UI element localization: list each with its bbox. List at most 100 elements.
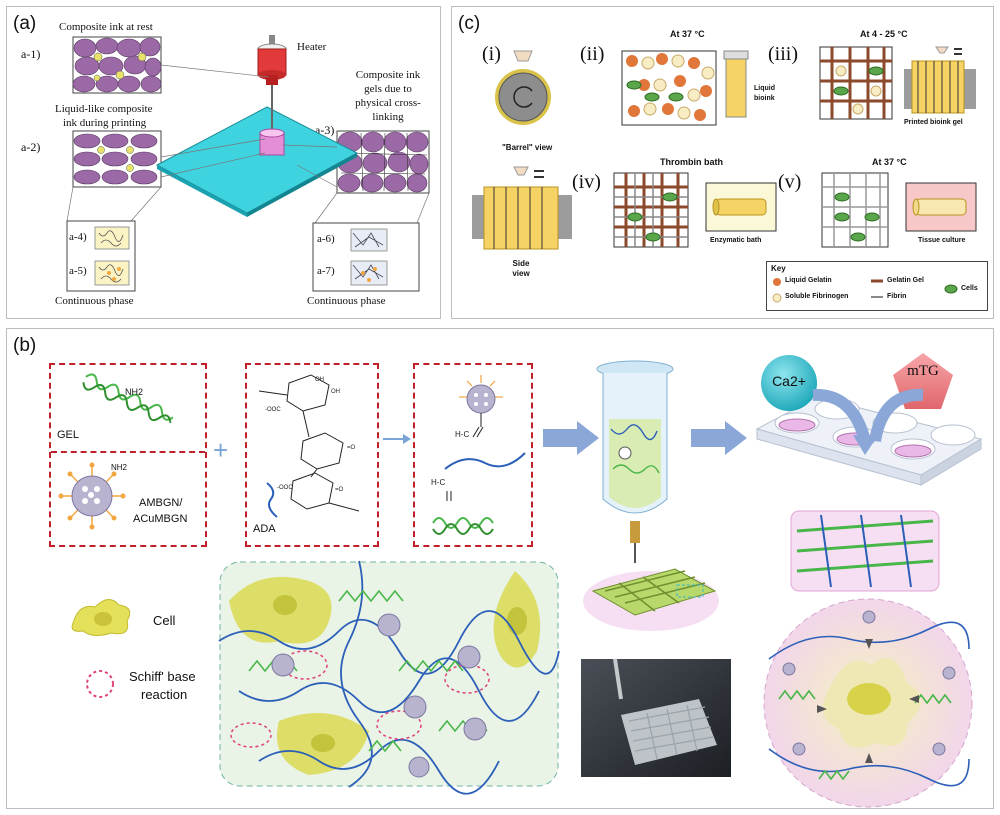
continuous-phase-right: Continuous phase (307, 295, 386, 307)
liquid-bioink-label-1: Liquid (754, 85, 775, 92)
key-liquid-gelatin: Liquid Gelatin (785, 277, 832, 284)
heading-at-4-25: At 4 - 25 °C (860, 29, 908, 39)
printed-bioink-gel-label: Printed bioink gel (904, 119, 963, 126)
step-v: (v) (778, 171, 802, 193)
step-ii: (ii) (580, 43, 605, 65)
a7-label: a-7) (317, 265, 335, 277)
cell-label: Cell (153, 613, 176, 628)
printing-platform (155, 106, 359, 217)
panel-a: (a) Composite ink at rest a-1) Liquid-li… (6, 6, 441, 319)
plus-sign: + (213, 435, 229, 465)
enzymatic-bath-box (705, 182, 777, 232)
side-view-label-1: Side (512, 259, 530, 268)
gel-label: GEL (57, 429, 80, 441)
curved-arrows-to-plate (812, 388, 924, 455)
svg-text:-OOC: -OOC (265, 407, 281, 413)
svg-text:=O: =O (347, 445, 356, 451)
continuous-phase-right-box (312, 222, 420, 292)
liquid-gelatin-mix-box (621, 50, 717, 126)
svg-text:OH: OH (315, 377, 324, 383)
printed-scaffold (583, 568, 719, 631)
a3-caption-4: linking (372, 111, 404, 123)
gel-nh2-label: NH2 (125, 387, 144, 397)
a3-caption-1: Composite ink (355, 69, 421, 81)
key-gelatin-gel: Gelatin Gel (887, 277, 924, 284)
ambgn-label-1: AMBGN/ (139, 497, 183, 509)
panel-c-label: (c) (458, 13, 481, 34)
ambgn-label-2: ACuMBGN (133, 513, 188, 525)
arrow-to-wellplate (691, 421, 747, 455)
key-box: Key Liquid Gelatin Soluble Fibrinogen Ge… (766, 261, 988, 311)
a3-caption-2: gels due to (364, 83, 412, 95)
mtg-label: mTG (907, 363, 939, 379)
liquid-bioink-tube (723, 50, 749, 118)
heading-at-37-top: At 37 °C (670, 29, 705, 39)
ambgn-nh2-label: NH2 (111, 463, 128, 472)
tissue-culture-box (905, 182, 977, 232)
thrombin-mesh-box (613, 172, 689, 248)
connector-lines-a (66, 64, 430, 224)
barrel-view-caption: "Barrel" view (502, 143, 553, 152)
key-title: Key (771, 264, 786, 273)
syringe (596, 360, 674, 563)
scaffold-photo (581, 658, 731, 777)
tissue-culture-label: Tissue culture (918, 237, 966, 244)
a4-label: a-4) (69, 231, 87, 243)
arrow-to-syringe (543, 421, 599, 455)
a2-caption-1: Liquid-like composite (55, 103, 153, 115)
schiff-base-icon (86, 670, 114, 698)
side-view-block (472, 166, 572, 250)
gel-helix (82, 373, 174, 423)
step-i: (i) (482, 43, 501, 65)
svg-text:=O: =O (335, 487, 344, 493)
key-cells: Cells (961, 285, 978, 292)
ada-box (245, 363, 379, 547)
ca-circle (761, 355, 817, 411)
composite-ink-gel-box (336, 130, 430, 194)
ambgn-particle (58, 462, 126, 530)
zoom-scaffold (790, 510, 940, 592)
a2-label: a-2) (21, 140, 41, 154)
a3-caption-3: physical cross- (355, 97, 421, 109)
product-structure: H-C H-C (431, 375, 526, 535)
continuous-phase-left: Continuous phase (55, 295, 134, 307)
enzymatic-bath-label: Enzymatic bath (710, 237, 762, 244)
step-iv: (iv) (572, 171, 601, 193)
ca-label: Ca2+ (772, 373, 806, 389)
heater-nozzle (257, 35, 287, 156)
heading-at-37-bottom: At 37 °C (872, 157, 907, 167)
liquid-bioink-label-2: bioink (754, 95, 775, 102)
svg-text:H-C: H-C (431, 478, 445, 487)
gelatin-gel-mesh-box (819, 46, 893, 120)
zoom-cell-circle (763, 598, 973, 808)
schiff-label-2: reaction (141, 687, 188, 702)
key-soluble-fibrinogen: Soluble Fibrinogen (785, 293, 849, 300)
ada-structure: OH OH -OOC =O -OOC =O (258, 374, 360, 512)
svg-text:OH: OH (331, 389, 340, 395)
liquid-like-composite-ink-box (72, 130, 162, 188)
continuous-phase-left-box (66, 220, 136, 292)
a6-label: a-6) (317, 233, 335, 245)
tissue-mesh-box (821, 172, 889, 248)
hydrogel-network (218, 560, 560, 795)
key-symbols (772, 278, 958, 303)
side-view-label-2: view (512, 269, 530, 278)
printed-bioink-gel-block (904, 46, 976, 114)
key-fibrin: Fibrin (887, 293, 907, 300)
a5-label: a-5) (69, 265, 87, 277)
svg-text:-OOC: -OOC (277, 485, 293, 491)
composite-ink-at-rest-box (72, 36, 162, 94)
a1-label: a-1) (21, 47, 41, 61)
schiff-label-1: Schiff' base (129, 669, 196, 684)
step-iii: (iii) (768, 43, 798, 65)
panel-a-label: (a) (13, 13, 37, 34)
arrow-ada-to-product (383, 434, 411, 444)
cell-icon (71, 599, 131, 637)
barrel-view-icon (495, 50, 551, 125)
panel-c: (c) (i) (ii) (iii) (iv) (v) At 37 °C At … (451, 6, 994, 319)
svg-text:H-C: H-C (455, 430, 469, 439)
gel-ambgn-divider (51, 451, 205, 453)
gel-ambgn-box (49, 363, 207, 547)
a2-caption-2: ink during printing (63, 117, 147, 129)
